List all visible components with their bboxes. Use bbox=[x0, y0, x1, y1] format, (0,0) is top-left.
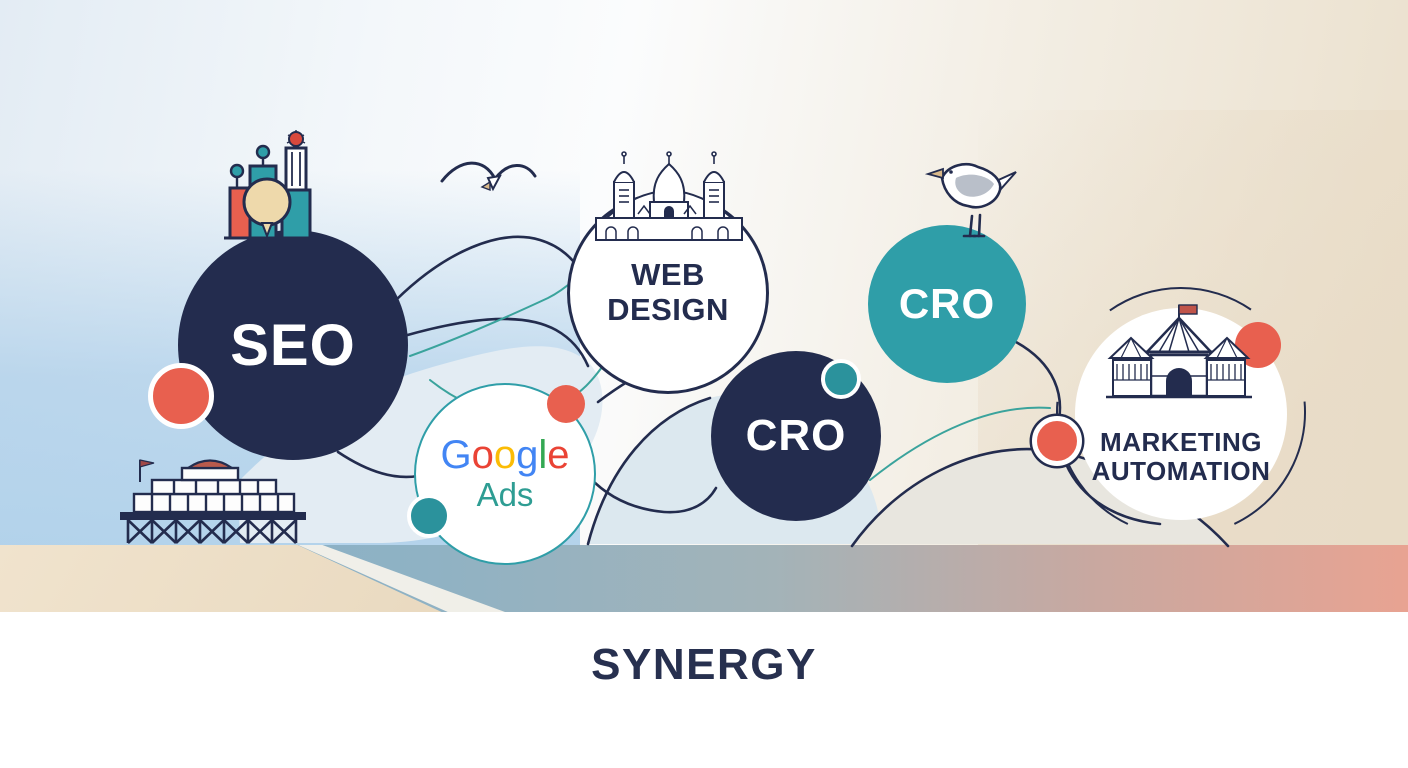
connector-dot-cro-teal bbox=[821, 359, 861, 399]
node-seo: SEO bbox=[178, 230, 408, 460]
marketing-automation-label-line1: MARKETING bbox=[1100, 426, 1262, 457]
pier-icon bbox=[120, 459, 306, 544]
bottom-white-area bbox=[0, 612, 1408, 768]
google-ads-label-line2: Ads bbox=[476, 476, 534, 514]
seo-label: SEO bbox=[230, 312, 356, 378]
flying-seagull-icon bbox=[440, 161, 537, 192]
bandstand-icon bbox=[1106, 304, 1252, 399]
cro-secondary-label: CRO bbox=[898, 280, 996, 327]
google-word: Google bbox=[440, 433, 570, 478]
connector-dot-google-ads-red bbox=[547, 385, 585, 423]
marketing-automation-label-line2: AUTOMATION bbox=[1091, 455, 1271, 486]
standing-seagull-icon bbox=[924, 163, 1017, 238]
pavilion-building-icon bbox=[595, 151, 743, 241]
connector-dot-marketing-automation-left bbox=[1032, 416, 1082, 466]
web-design-label-line2: DESIGN bbox=[607, 292, 729, 327]
page-title: SYNERGY bbox=[591, 640, 817, 689]
web-design-label-line1: WEB bbox=[631, 257, 705, 293]
connector-dot-google-ads-teal bbox=[407, 494, 451, 538]
node-cro-secondary: CRO bbox=[868, 225, 1026, 383]
cro-primary-label: CRO bbox=[745, 411, 847, 460]
seo-growth-chart-icon bbox=[224, 130, 316, 240]
connector-dot-seo bbox=[148, 363, 214, 429]
